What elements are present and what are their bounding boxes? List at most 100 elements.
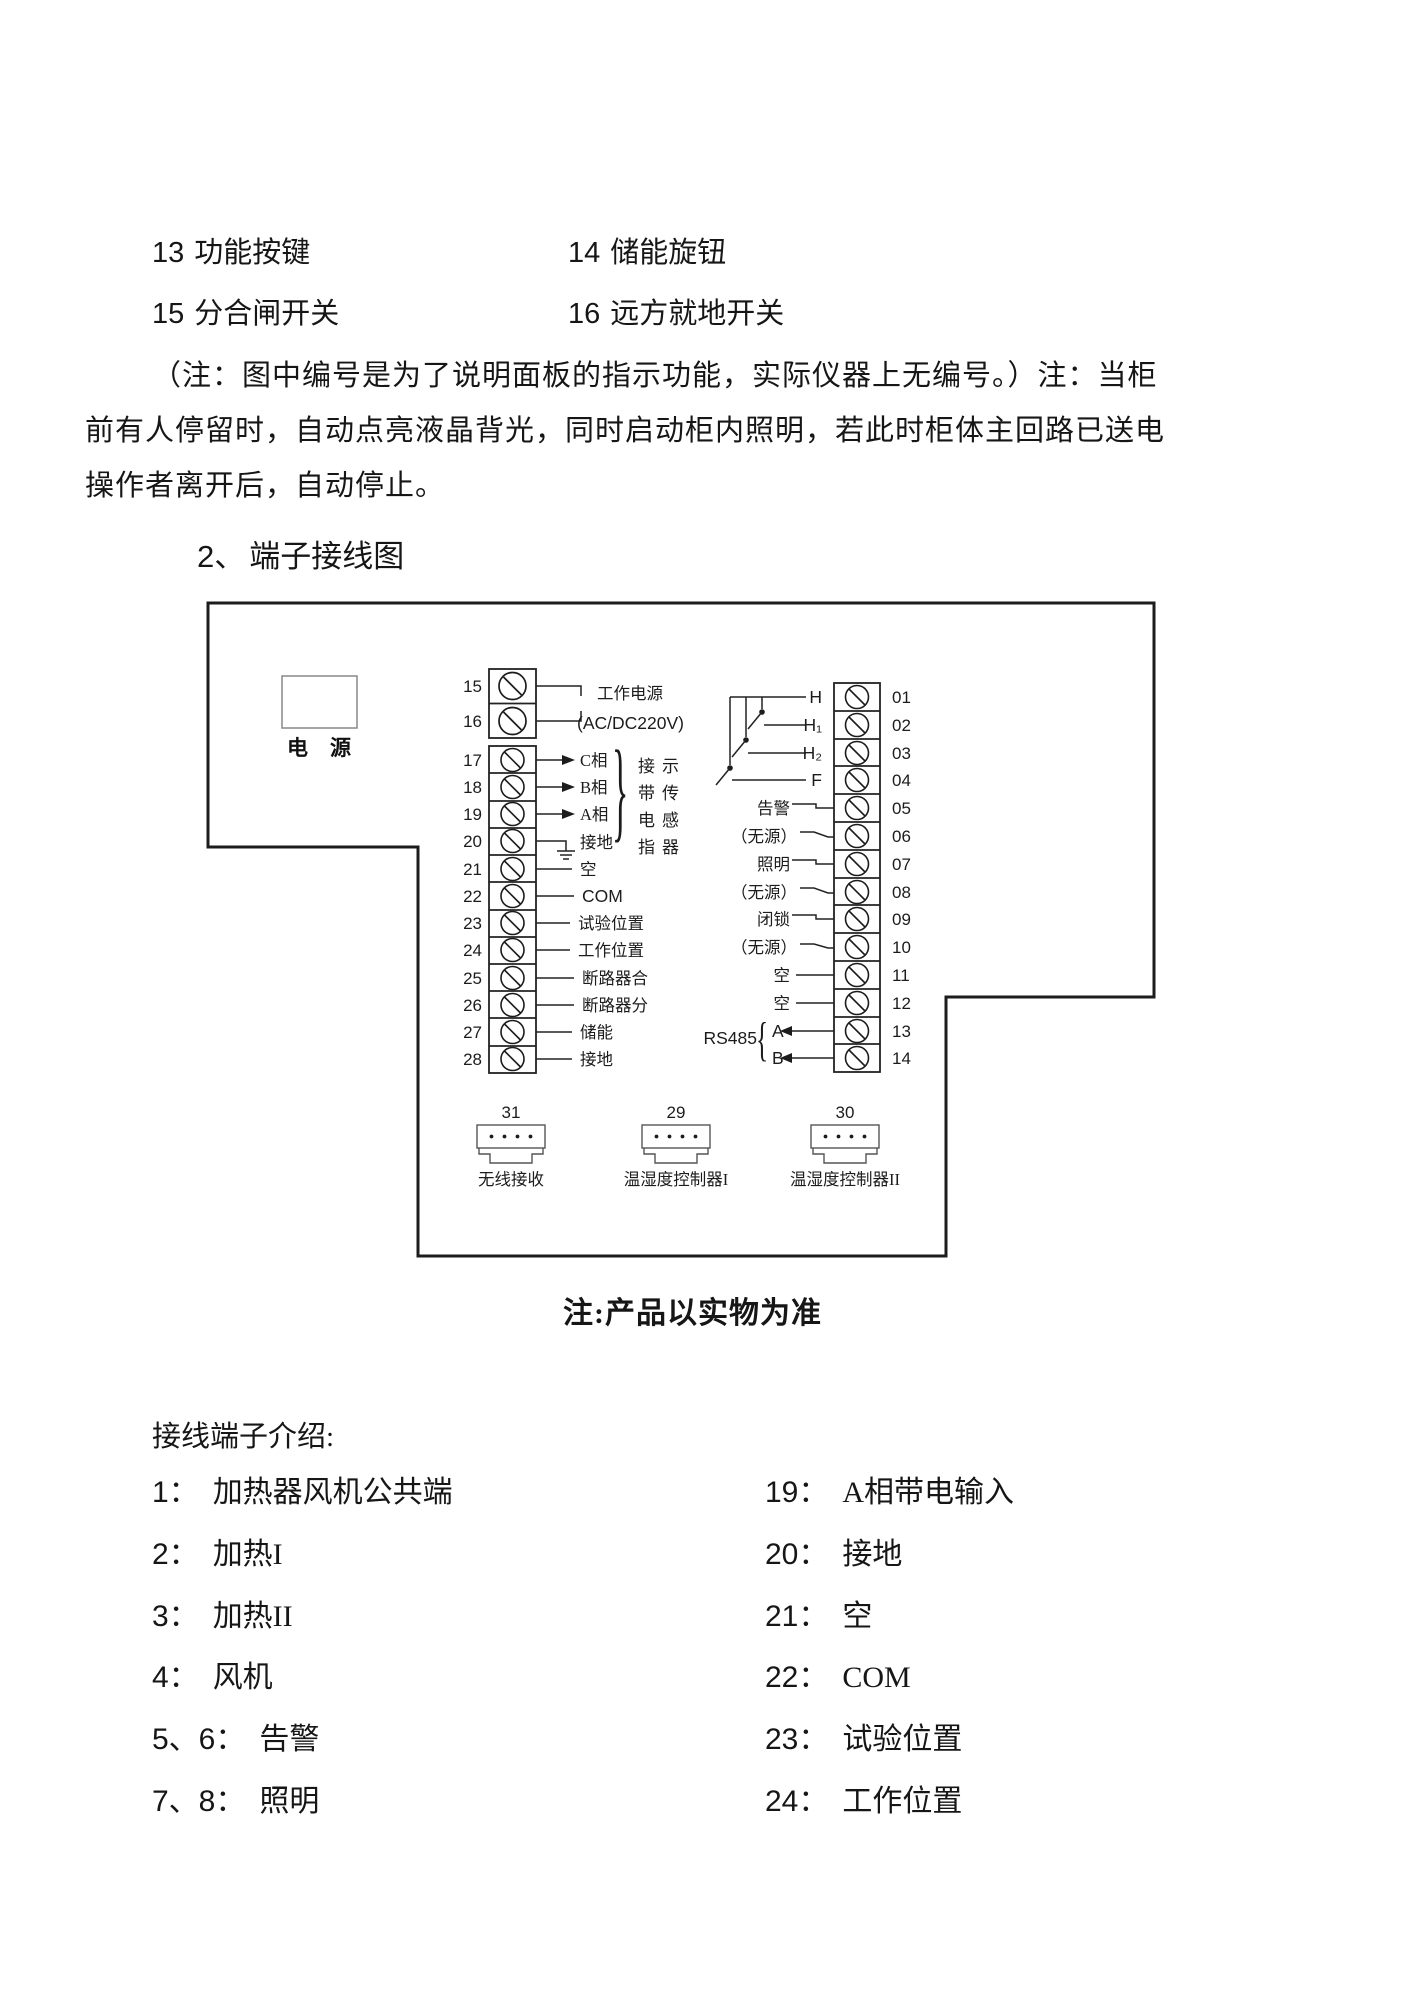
terminal-number-06: 06 xyxy=(892,827,911,846)
terminal-number-04: 04 xyxy=(892,771,911,790)
terminal-desc-row: 23：试验位置 xyxy=(765,1721,962,1759)
label-f: F xyxy=(811,770,822,790)
label-test-position: 试验位置 xyxy=(578,914,644,933)
terminal-desc-row: 7、8： 照明 xyxy=(152,1783,319,1821)
power-supply-box: 电源 xyxy=(281,675,373,760)
terminal-number-03: 03 xyxy=(892,744,911,763)
label-work-position: 工作位置 xyxy=(578,941,644,960)
terminal-number-25: 25 xyxy=(463,969,482,988)
label-lock: 闭锁 xyxy=(757,910,790,929)
terminal-desc-label: 告警 xyxy=(259,1723,320,1756)
terminal-desc-label: A相带电输入 xyxy=(842,1476,1015,1509)
legend-label: 远方就地开关 xyxy=(610,298,785,330)
diagram-caption: 注:产品以实物为准 xyxy=(563,1297,822,1330)
sensor-brace: } xyxy=(612,728,628,852)
terminal-desc-row: 20：接地 xyxy=(765,1536,902,1574)
section-heading-text: 端子接线图 xyxy=(249,539,405,574)
terminal-number-23: 23 xyxy=(463,914,482,933)
terminal-desc-row: 21：空 xyxy=(765,1598,872,1636)
label-h: H xyxy=(809,687,822,707)
label-com: COM xyxy=(582,886,623,906)
terminal-desc-row: 19： A相带电输入 xyxy=(765,1474,1014,1512)
terminal-desc-number: 1： xyxy=(152,1476,199,1509)
legend-item-13: 13 功能按键 xyxy=(152,235,310,271)
sensor-note-row-4: 指器 xyxy=(638,838,686,857)
terminal-number-27: 27 xyxy=(463,1023,482,1042)
terminal-number-13: 13 xyxy=(892,1022,911,1041)
terminal-desc-row: 4：风机 xyxy=(152,1659,273,1697)
label-breaker-close: 断路器合 xyxy=(582,969,648,988)
connector-label: 温湿度控制器II xyxy=(790,1170,900,1189)
label-phase-c: C相 xyxy=(580,751,608,770)
terminal-number-07: 07 xyxy=(892,855,911,874)
connector-31-wireless: 31 无线接收 xyxy=(476,1103,546,1189)
terminal-desc-label: 照明 xyxy=(259,1785,320,1818)
terminal-desc-number: 2： xyxy=(152,1538,199,1571)
terminal-number-20: 20 xyxy=(463,832,482,851)
terminal-number-10: 10 xyxy=(892,938,911,957)
terminal-number-28: 28 xyxy=(463,1050,482,1069)
terminal-desc-number: 19： xyxy=(765,1476,829,1509)
terminal-desc-label: 工作位置 xyxy=(842,1785,963,1818)
terminal-desc-number: 20： xyxy=(765,1538,829,1571)
terminal-desc-label: 加热I xyxy=(212,1538,283,1571)
terminal-number-01: 01 xyxy=(892,688,911,707)
terminal-number-02: 02 xyxy=(892,716,911,735)
label-alarm-dry: （无源） xyxy=(731,827,797,846)
legend-number: 13 xyxy=(152,237,185,269)
terminal-number-14: 14 xyxy=(892,1049,911,1068)
left-terminal-strip: 15 16 17 18 19 20 21 22 23 24 25 26 27 2… xyxy=(463,668,686,1074)
label-alarm: 告警 xyxy=(757,799,790,818)
power-supply-label: 电源 xyxy=(287,736,373,760)
legend-item-15: 15 分合闸开关 xyxy=(152,296,339,332)
label-earth-28: 接地 xyxy=(580,1050,613,1069)
terminal-number-11: 11 xyxy=(892,966,910,985)
label-earth-20: 接地 xyxy=(580,833,613,852)
terminal-desc-number: 5、6： xyxy=(152,1723,246,1756)
ground-symbol xyxy=(557,850,575,860)
terminal-number-24: 24 xyxy=(463,941,482,960)
label-h1: H₁ xyxy=(803,715,822,735)
legend-label: 功能按键 xyxy=(194,237,311,269)
terminal-desc-label: COM xyxy=(842,1661,911,1694)
terminal-number-08: 08 xyxy=(892,883,911,902)
label-phase-a: A相 xyxy=(580,805,608,824)
label-light: 照明 xyxy=(757,855,790,874)
legend-number: 15 xyxy=(152,298,185,330)
legend-label: 分合闸开关 xyxy=(194,298,340,330)
terminal-wiring-diagram: 电源 xyxy=(206,601,1156,1258)
terminal-desc-number: 24： xyxy=(765,1785,829,1818)
terminal-number-22: 22 xyxy=(463,887,482,906)
label-light-dry: （无源） xyxy=(731,883,797,902)
terminal-number-16: 16 xyxy=(463,712,482,731)
label-rs485: RS485 xyxy=(703,1028,757,1048)
right-terminal-strip: 01 02 03 04 05 06 07 08 09 10 11 12 13 1… xyxy=(703,682,911,1073)
selector-switch-symbol xyxy=(715,696,806,786)
legend-number: 16 xyxy=(568,298,601,330)
connector-label: 无线接收 xyxy=(478,1170,544,1189)
terminal-desc-row: 2： 加热I xyxy=(152,1536,283,1574)
sensor-note-row-1: 接示 xyxy=(638,757,686,776)
terminal-desc-number: 7、8： xyxy=(152,1785,246,1818)
terminal-desc-number: 4： xyxy=(152,1661,199,1694)
terminal-desc-row: 22：COM xyxy=(765,1659,911,1697)
label-acdc220v: (AC/DC220V) xyxy=(577,713,684,733)
label-empty-21: 空 xyxy=(580,860,597,879)
label-h2: H₂ xyxy=(803,743,822,763)
label-energy-storage: 储能 xyxy=(580,1023,613,1042)
terminal-number-12: 12 xyxy=(892,994,911,1013)
sensor-note-row-2: 带传 xyxy=(638,784,686,803)
connector-number: 30 xyxy=(836,1103,855,1122)
terminal-desc-row: 5、6： 告警 xyxy=(152,1721,319,1759)
label-empty-12: 空 xyxy=(774,994,791,1013)
label-phase-b: B相 xyxy=(580,778,608,797)
terminal-number-17: 17 xyxy=(463,751,482,770)
terminal-desc-row: 24： 工作位置 xyxy=(765,1783,962,1821)
connector-29-temp-humidity-1: 29 温湿度控制器I xyxy=(624,1103,729,1189)
terminal-desc-row: 1：加热器风机公共端 xyxy=(152,1474,453,1512)
connector-30-temp-humidity-2: 30 温湿度控制器II xyxy=(790,1103,900,1189)
connector-number: 29 xyxy=(667,1103,686,1122)
terminal-desc-number: 23： xyxy=(765,1723,829,1756)
